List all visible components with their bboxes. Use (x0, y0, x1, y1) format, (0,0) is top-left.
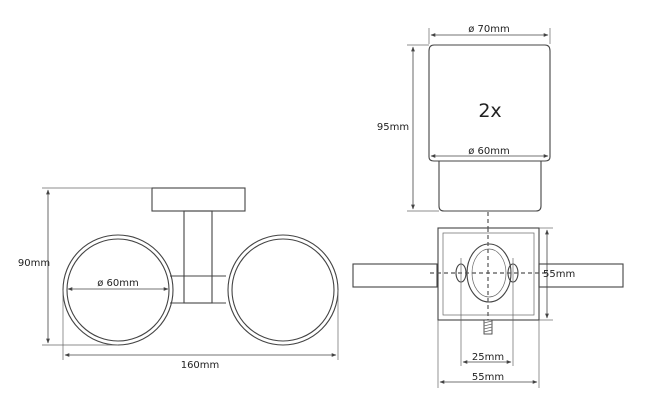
right-ring-inner (231, 238, 335, 342)
support-stem (183, 210, 213, 304)
hole-spacing-label: 25mm (472, 352, 504, 363)
ring-diameter-label: ø 60mm (97, 278, 139, 289)
bracket-view: 55mm 25mm 55mm (352, 227, 624, 388)
plate-width-label: 55mm (472, 372, 504, 383)
cup-base (438, 161, 542, 212)
cup-diameter-label: ø 70mm (468, 24, 510, 35)
width-label: 160mm (181, 360, 220, 371)
screw-icon (483, 319, 493, 335)
cup-body (428, 44, 551, 162)
left-ring-inner (66, 238, 170, 342)
height-label: 90mm (18, 258, 50, 269)
rod-left (352, 263, 438, 288)
cup-base-label: ø 60mm (468, 146, 510, 157)
front-view: ø 60mm 90mm 160mm (18, 187, 339, 371)
left-ring-outer (62, 234, 174, 346)
quantity-label: 2x (478, 100, 501, 122)
cup-height-label: 95mm (377, 122, 409, 133)
cup-view: ø 70mm 95mm 2x ø 60mm (377, 24, 551, 212)
right-ring-outer (227, 234, 339, 346)
plate-height-label: 55mm (543, 269, 575, 280)
wall-plate (151, 187, 246, 212)
